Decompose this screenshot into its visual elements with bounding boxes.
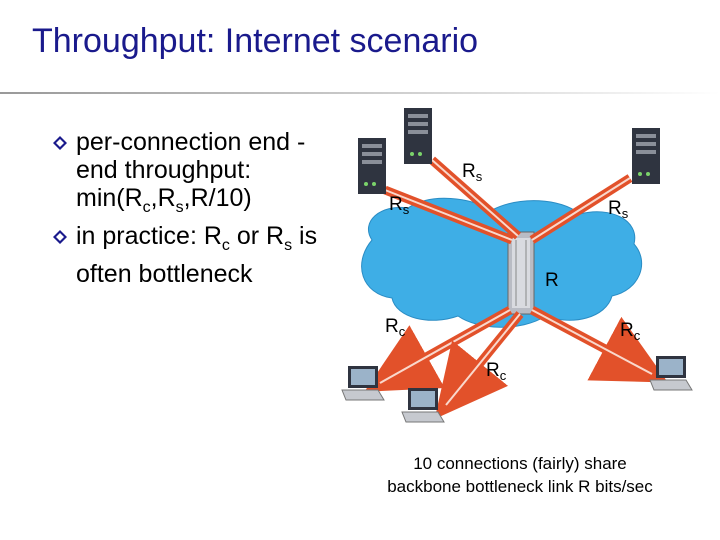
subscript: s (284, 237, 293, 254)
link-label-rs: Rs (462, 161, 483, 184)
subscript: s (175, 199, 184, 216)
subscript: c (142, 199, 151, 216)
caption-line: backbone bottleneck link R bits/sec (387, 477, 653, 496)
link-server-right (529, 174, 633, 244)
page-title: Throughput: Internet scenario (32, 22, 479, 60)
link-server-left (383, 185, 514, 245)
bullet-text: in practice: R (76, 222, 222, 250)
bullet-text: per-connection end -end throughput: min(… (76, 128, 306, 212)
server-icon (404, 108, 432, 164)
bullet-item-in-practice: in practice: Rc or Rs is often bottlenec… (52, 222, 342, 288)
link-label-backbone-r: R (545, 270, 559, 291)
link-label-rc: Rc (385, 316, 406, 339)
laptop-icon (401, 388, 445, 423)
bullet-text: is often bottleneck (76, 222, 318, 288)
link-label-rc: Rc (620, 320, 641, 343)
bullet-list: per-connection end -end throughput: min(… (52, 128, 342, 288)
link-server-mid (429, 156, 521, 240)
server-icon (358, 138, 386, 194)
backbone-router-icon (507, 231, 535, 315)
laptop-icon (341, 366, 385, 401)
server-icon (632, 128, 660, 184)
link-label-rs: Rs (608, 198, 629, 221)
bullet-diamond-icon (53, 230, 67, 244)
bullet-text: or R (229, 222, 285, 250)
diagram-caption: 10 connections (fairly) share backbone b… (360, 452, 680, 498)
caption-line: 10 connections (fairly) share (413, 454, 627, 473)
link-client-right (529, 306, 668, 383)
link-label-rc: Rc (486, 360, 507, 383)
subscript: c (221, 237, 230, 254)
link-label-rs: Rs (389, 194, 410, 217)
link-client-mid (434, 311, 524, 419)
title-divider (0, 92, 720, 94)
bullet-diamond-icon (53, 136, 67, 150)
bullet-text: ,R (150, 184, 176, 212)
laptop-icon (649, 356, 693, 391)
bullet-item-per-connection: per-connection end -end throughput: min(… (52, 128, 342, 222)
bullet-text: ,R/10) (183, 184, 252, 212)
internet-cloud (361, 197, 643, 328)
